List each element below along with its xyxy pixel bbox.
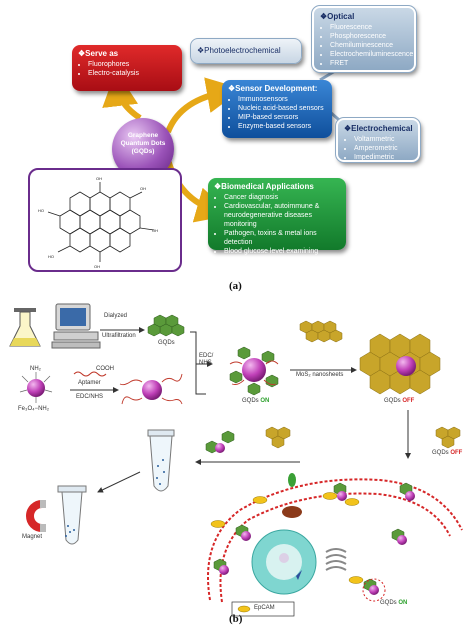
label-gqds-off-1-state: OFF	[402, 398, 415, 404]
gqd-aptamer-complex	[229, 346, 279, 396]
gqd-molecule-illustration: OH OH HO OH OH HO	[38, 176, 158, 269]
gqds-off-assembly	[359, 333, 441, 395]
optical-item: Chemiluminescence	[330, 41, 408, 50]
nucleus-particle	[279, 553, 289, 563]
bound-gqd-complexes	[205, 430, 415, 602]
gqd-structure-frame: OH OH HO OH OH HO	[28, 168, 182, 272]
optical-item: Electrochemiluminescence	[330, 50, 413, 59]
tube-with-magnet-icon	[57, 485, 87, 545]
caption-b: (b)	[229, 613, 243, 625]
gqd-center-label: Graphene Quantum Dots (GQDs)	[120, 132, 166, 155]
label-gqds-on-1-text: GQDs	[242, 398, 259, 404]
epcam-legend-box	[231, 601, 295, 617]
label-mos2: MoS₂ nanosheets	[296, 372, 344, 378]
gqd-cluster	[147, 314, 185, 337]
label-gqds-off-1-text: GQDs	[384, 398, 401, 404]
svg-text:HO: HO	[38, 208, 44, 213]
off-assembly-sphere	[396, 356, 416, 376]
optical-box: ❖Optical Fluorescence Phosphorescence Ch…	[311, 5, 417, 73]
electrochemical-item: Voltammetric	[354, 135, 412, 144]
electrochemical-title: ❖Electrochemical	[344, 124, 413, 133]
label-nh2: NH₂	[30, 366, 41, 372]
optical-item: Fluorescence	[330, 23, 408, 32]
sensor-item: Nucleic acid-based sensors	[238, 104, 326, 113]
svg-text:HO: HO	[48, 254, 54, 259]
serve-as-title: ❖Serve as	[78, 49, 119, 58]
epcam-legend-icon	[237, 605, 251, 613]
cell-membrane-inner	[219, 492, 451, 603]
aptamer-sphere	[142, 380, 162, 400]
mitochondrion	[282, 506, 302, 518]
electrochemical-box: ❖Electrochemical Voltammetric Amperometr…	[335, 117, 421, 163]
biomedical-item: Pathogen, toxins & metal ions detection	[224, 229, 340, 247]
label-ultrafiltration: Ultrafiltration	[102, 333, 136, 339]
optical-title: ❖Optical	[320, 12, 355, 21]
epcam-receptors	[210, 492, 364, 584]
arrow-to-serve-as	[102, 70, 142, 121]
back-arrow-2	[97, 471, 141, 493]
label-gqds-off-2: GQDs OFF	[432, 450, 462, 457]
cell-membrane	[207, 478, 463, 601]
biomedical-item: Cardiovascular, autoimmune & neurodegene…	[224, 202, 340, 229]
sensor-item: MIP-based sensors	[238, 113, 326, 122]
label-edc-nhs-2: EDC/NHS	[76, 394, 104, 400]
label-aptamer: Aptamer	[78, 380, 101, 386]
arrow-to-sensor	[165, 77, 243, 134]
svg-text:OH: OH	[94, 264, 100, 269]
svg-text:OH: OH	[140, 186, 146, 191]
biomedical-title: ❖Biomedical Applications	[214, 182, 314, 191]
panel-b-graphic	[9, 303, 463, 617]
electrochemical-item: Impedimetric	[354, 153, 412, 162]
sensor-item: Immunosensors	[238, 95, 326, 104]
green-receptor	[288, 473, 296, 487]
sensor-item: Enzyme-based sensors	[238, 122, 326, 131]
label-gqds-on-1: GQDs ON	[242, 398, 269, 405]
flask-icon	[9, 308, 41, 347]
label-gqds-off-2-state: OFF	[450, 450, 463, 456]
mos2-fragments	[265, 426, 461, 449]
label-gqds-on-2-state: ON	[398, 600, 408, 606]
label-cooh: COOH	[96, 366, 114, 372]
serve-as-item: Electro-catalysis	[88, 69, 176, 78]
label-magnet: Magnet	[22, 534, 43, 540]
optical-item: FRET	[330, 59, 408, 68]
photoelectrochemical-box: ❖Photoelectrochemical	[190, 38, 302, 64]
panel-a: ❖Serve as Fluorophores Electro-catalysis…	[0, 0, 474, 300]
fe3o4-nanoparticle	[27, 379, 45, 397]
biomedical-item: Blood glucose level examining	[224, 247, 340, 256]
computer-icon	[51, 303, 101, 349]
svg-text:OH: OH	[96, 176, 102, 181]
mos2-nanosheets	[299, 320, 343, 343]
label-gqds: GQDs	[158, 340, 175, 346]
photoelectrochemical-title: ❖Photoelectrochemical	[197, 46, 281, 55]
label-gqds-on-2: GQDs ON	[380, 600, 407, 607]
label-fe3o4: Fe₃O₄−NH₂	[18, 406, 50, 412]
sensor-development-box: ❖Sensor Development: Immunosensors Nucle…	[222, 80, 332, 138]
electrochemical-item: Amperometric	[354, 144, 412, 153]
tube-icon	[147, 429, 175, 492]
aptamer-strand	[73, 371, 107, 377]
svg-text:OH: OH	[152, 228, 158, 233]
label-gqds-on-1-state: ON	[260, 398, 270, 404]
label-dialyzed: Dialyzed	[104, 313, 128, 319]
serve-as-box: ❖Serve as Fluorophores Electro-catalysis	[72, 45, 182, 91]
biomedical-box: ❖Biomedical Applications Cancer diagnosi…	[208, 178, 346, 255]
biomedical-item: Cancer diagnosis	[224, 193, 340, 202]
caption-a: (a)	[229, 280, 242, 292]
label-gqds-on-2-text: GQDs	[380, 600, 397, 606]
magnet-icon	[26, 500, 46, 532]
label-gqds-off-1: GQDs OFF	[384, 398, 414, 405]
connector-gqds-to-complex	[190, 331, 206, 395]
label-edc-nhs-1: EDC/ NHS	[199, 353, 214, 366]
golgi-apparatus	[325, 548, 347, 571]
label-gqds-off-2-text: GQDs	[432, 450, 449, 456]
panel-b: Dialyzed Ultrafiltration GQDs EDC/ NHS C…	[0, 300, 474, 630]
serve-as-item: Fluorophores	[88, 60, 176, 69]
label-epcam: EpCAM	[254, 605, 275, 611]
sensor-development-title: ❖Sensor Development:	[228, 84, 318, 93]
optical-item: Phosphorescence	[330, 32, 408, 41]
